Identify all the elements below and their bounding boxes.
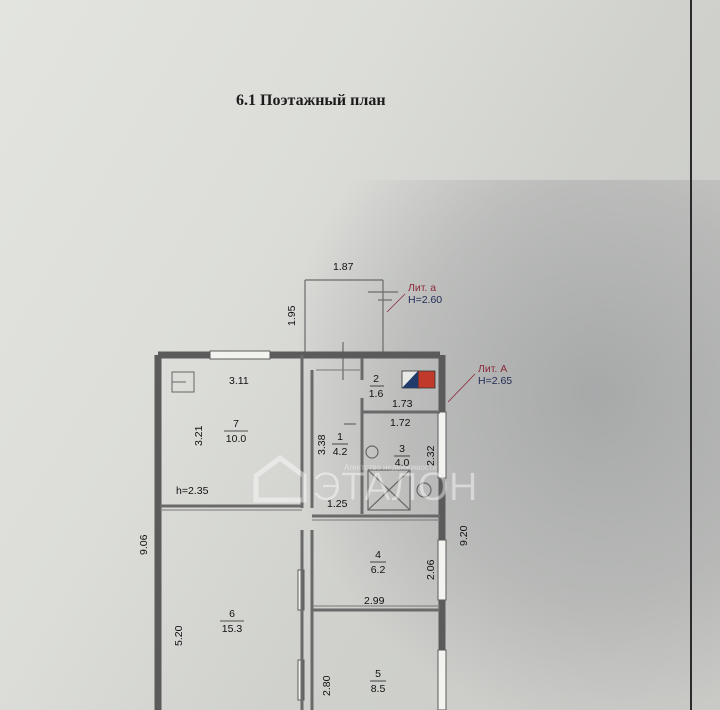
- room4-number: 4: [375, 549, 381, 561]
- room7-fixture: [171, 371, 195, 393]
- interior-walls: [160, 355, 440, 710]
- watermark-tagline: Агентство недвижимости: [344, 463, 437, 472]
- dim-room7-length: 3.21: [193, 425, 205, 446]
- room7-height: h=2.35: [176, 485, 209, 497]
- dim-porch-length: 1.95: [286, 305, 298, 326]
- dim-room1-width: 1.25: [327, 498, 348, 510]
- dim-room7-width: 3.11: [229, 375, 249, 387]
- dim-room3-length: 2.32: [425, 445, 437, 466]
- room1-number: 1: [337, 431, 343, 443]
- thin-lines: [160, 369, 440, 607]
- dim-room6-length: 5.20: [173, 625, 185, 646]
- lit-a-big-label: Лит. А: [478, 363, 507, 375]
- bathroom-fixtures: [344, 423, 432, 511]
- room7-area: 10.0: [226, 433, 247, 445]
- dim-room3-width: 1.72: [390, 417, 411, 429]
- room4-area: 6.2: [371, 564, 386, 576]
- room6-area: 15.3: [222, 623, 243, 635]
- room5-number: 5: [375, 668, 381, 680]
- lit-a-big-height: Н=2.65: [478, 375, 512, 387]
- room6-number: 6: [229, 608, 235, 620]
- dim-overall-length: 9.06: [138, 534, 150, 555]
- room1-area: 4.2: [333, 446, 348, 458]
- dim-room2-width: 1.73: [392, 398, 413, 410]
- dim-room1-length: 3.38: [316, 434, 328, 455]
- porch-outline: [304, 279, 398, 380]
- room2-blue-triangle: [402, 371, 418, 388]
- watermark: ЭТАЛОН Агентство недвижимости: [253, 454, 478, 509]
- room2-number: 2: [373, 373, 379, 385]
- room2-area: 1.6: [369, 388, 384, 400]
- lit-a-small-leader: [386, 293, 406, 313]
- dim-porch-width: 1.87: [333, 261, 354, 273]
- dim-room5-length: 2.80: [321, 675, 333, 696]
- watermark-house-icon: [253, 454, 307, 503]
- page-frame-line: [690, 0, 692, 710]
- lit-a-small-label: Лит. а: [408, 282, 436, 294]
- room3-area: 4.0: [395, 457, 410, 469]
- dim-room4-length: 2.06: [425, 559, 437, 580]
- room3-number: 3: [399, 443, 405, 455]
- lit-a-big-leader: [447, 373, 476, 403]
- dim-room4-width: 2.99: [364, 595, 385, 607]
- dim-right-length: 9.20: [458, 525, 470, 546]
- room2-red-swatch: [417, 370, 436, 389]
- lit-a-small-height: Н=2.60: [408, 294, 442, 306]
- watermark-brand: ЭТАЛОН: [312, 465, 478, 509]
- page-title: 6.1 Поэтажный план: [236, 92, 386, 109]
- outer-walls: [154, 351, 446, 710]
- room5-area: 8.5: [371, 683, 386, 695]
- room7-number: 7: [233, 418, 239, 430]
